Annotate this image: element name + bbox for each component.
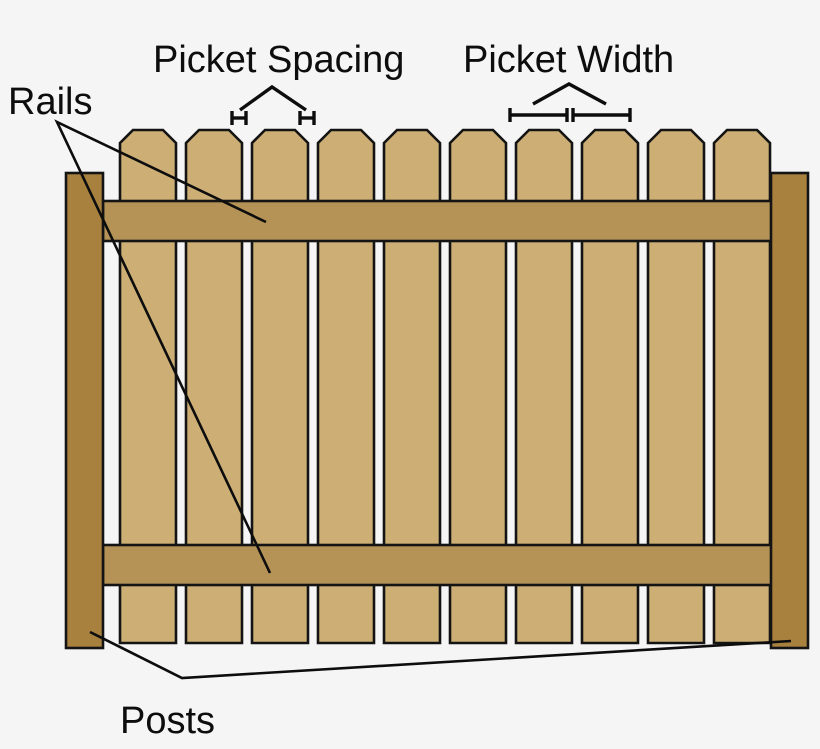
right-post xyxy=(769,171,810,650)
picket-width-caret-leader xyxy=(532,82,607,106)
fence-picket xyxy=(646,128,706,645)
bottom-rail xyxy=(101,543,780,587)
picket-spacing-caret-leader xyxy=(239,84,307,112)
label-rails: Rails xyxy=(8,81,92,123)
pickets-group xyxy=(118,128,772,645)
annotation-lines-group xyxy=(54,82,792,680)
label-picket-width: Picket Width xyxy=(463,39,674,81)
rails-group xyxy=(101,199,780,587)
left-post xyxy=(64,171,105,650)
posts-group xyxy=(64,171,810,650)
posts-leader-line xyxy=(89,630,792,680)
fence-picket xyxy=(382,128,442,645)
rails-leader-line xyxy=(54,119,272,574)
label-posts: Posts xyxy=(120,700,215,742)
fence-picket xyxy=(580,128,640,645)
fence-picket xyxy=(250,128,310,645)
fence-picket xyxy=(316,128,376,645)
fence-picket xyxy=(514,128,574,645)
fence-picket xyxy=(184,128,244,645)
label-picket-spacing: Picket Spacing xyxy=(153,39,404,81)
top-rail xyxy=(101,199,780,243)
fence-picket xyxy=(118,128,178,645)
fence-picket xyxy=(448,128,508,645)
